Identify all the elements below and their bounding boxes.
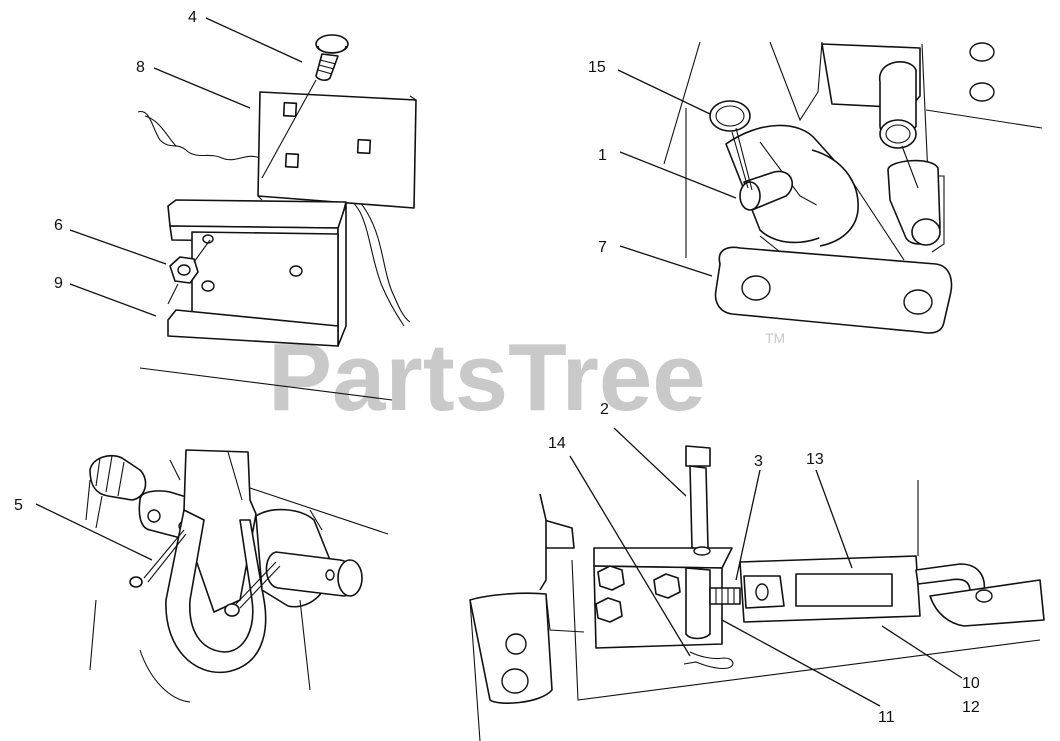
watermark-trademark: TM — [765, 330, 785, 346]
view-top-right — [617, 41, 1043, 334]
callout-11: 11 — [878, 709, 895, 726]
callout-6: 6 — [54, 217, 63, 234]
view-bottom-left — [35, 449, 389, 703]
callout-3: 3 — [754, 453, 763, 470]
bracket-part — [167, 199, 347, 347]
callout-9: 9 — [54, 275, 63, 292]
watermark-text: PartsTree — [268, 324, 706, 431]
callout-10: 10 — [962, 675, 980, 692]
decal-part — [795, 573, 893, 607]
callout-14: 14 — [548, 435, 566, 452]
callout-13: 13 — [806, 451, 824, 468]
link-plate-part — [714, 246, 953, 334]
view-bottom-right — [469, 427, 1045, 741]
view-top-left — [69, 17, 417, 401]
callout-2: 2 — [600, 401, 609, 418]
callout-7: 7 — [598, 239, 607, 256]
plate-part — [257, 91, 417, 209]
nut-part — [169, 256, 199, 284]
screw-part — [315, 34, 349, 81]
callout-1: 1 — [598, 147, 607, 164]
callout-8: 8 — [136, 59, 145, 76]
callout-12: 12 — [962, 699, 980, 716]
callout-15: 15 — [588, 59, 606, 76]
callout-4: 4 — [188, 9, 197, 26]
callout-5: 5 — [14, 497, 23, 514]
